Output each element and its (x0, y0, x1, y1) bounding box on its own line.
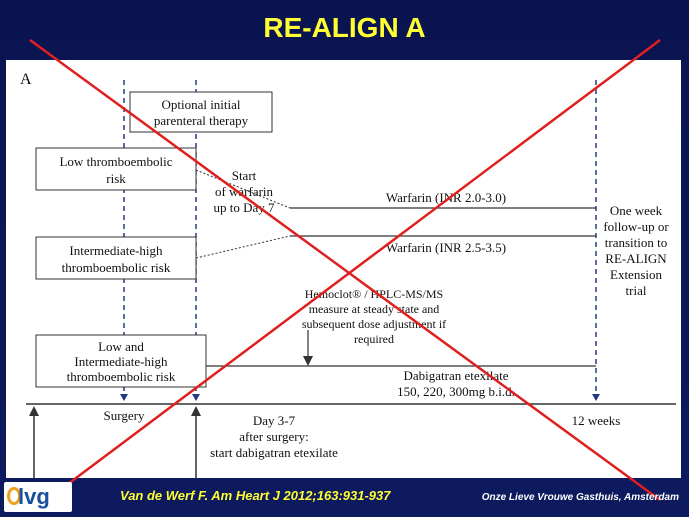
followup-line-1: One week (610, 203, 663, 218)
surgery-label: Surgery (104, 408, 145, 423)
low-risk-box (35, 147, 197, 191)
followup-line-2: follow-up or (603, 219, 669, 234)
low-inter-line-1: Low and (98, 339, 144, 354)
week12-marker (592, 394, 600, 401)
hemoclot-arrowhead (303, 356, 313, 366)
institution-name: Onze Lieve Vrouwe Gasthuis, Amsterdam (481, 492, 679, 503)
surgery-marker (120, 394, 128, 401)
start-arrowhead (29, 406, 39, 416)
hemoclot-line-1: Hemoclot® / HPLC-MS/MS (305, 287, 443, 301)
intermediate-line-1: Intermediate-high (69, 243, 163, 258)
intermediate-risk-box (35, 236, 197, 280)
intermediate-dotted-line (195, 235, 291, 259)
low-risk-dotted-line (195, 169, 291, 209)
start-warfarin-line-2: of warfarin (215, 184, 274, 199)
day37-line-1: Day 3-7 (253, 413, 296, 428)
start-warfarin-line-3: up to Day 7 (213, 200, 275, 215)
hemoclot-line-3: subsequent dose adjustment if (302, 317, 446, 331)
low-risk-line-2: risk (106, 171, 126, 186)
slide-title: RE-ALIGN A (263, 12, 426, 43)
low-intermediate-risk-box (35, 334, 207, 388)
warfarin-2-label: Warfarin (INR 2.5-3.5) (386, 240, 506, 255)
logo-mark-icon (7, 487, 21, 505)
hemoclot-line-4: required (354, 332, 394, 346)
intermediate-line-2: thromboembolic risk (62, 260, 171, 275)
followup-line-4: RE-ALIGN (605, 251, 667, 266)
optional-line-1: Optional initial (161, 97, 240, 112)
weeks12-label: 12 weeks (572, 413, 621, 428)
low-inter-line-3: thromboembolic risk (67, 369, 176, 384)
cross-line-1 (29, 38, 661, 502)
dabigatran-line-2: 150, 220, 300mg b.i.d. (397, 384, 515, 399)
followup-line-5: Extension (610, 267, 662, 282)
low-risk-line-1: Low thromboembolic (59, 154, 172, 169)
followup-line-3: transition to (605, 235, 667, 250)
optional-line-2: parenteral therapy (154, 113, 249, 128)
day37-line-2: after surgery: (239, 429, 308, 444)
day37-line-3: start dabigatran etexilate (210, 445, 338, 460)
olvg-logo: lvg (4, 482, 72, 512)
optional-therapy-box (129, 91, 273, 133)
study-design-diagram: A Optional initial parenteral therapy Lo… (20, 71, 676, 478)
logo-text: lvg (18, 484, 50, 509)
start-warfarin-line-1: Start (232, 168, 257, 183)
low-inter-line-2: Intermediate-high (74, 354, 168, 369)
day37-marker (192, 394, 200, 401)
panel-label: A (20, 71, 32, 88)
hemoclot-line-2: measure at steady state and (309, 302, 440, 316)
warfarin-1-label: Warfarin (INR 2.0-3.0) (386, 190, 506, 205)
cross-line-2 (39, 39, 661, 506)
day37-arrowhead (191, 406, 201, 416)
citation: Van de Werf F. Am Heart J 2012;163:931-9… (120, 488, 391, 503)
followup-line-6: trial (626, 283, 647, 298)
